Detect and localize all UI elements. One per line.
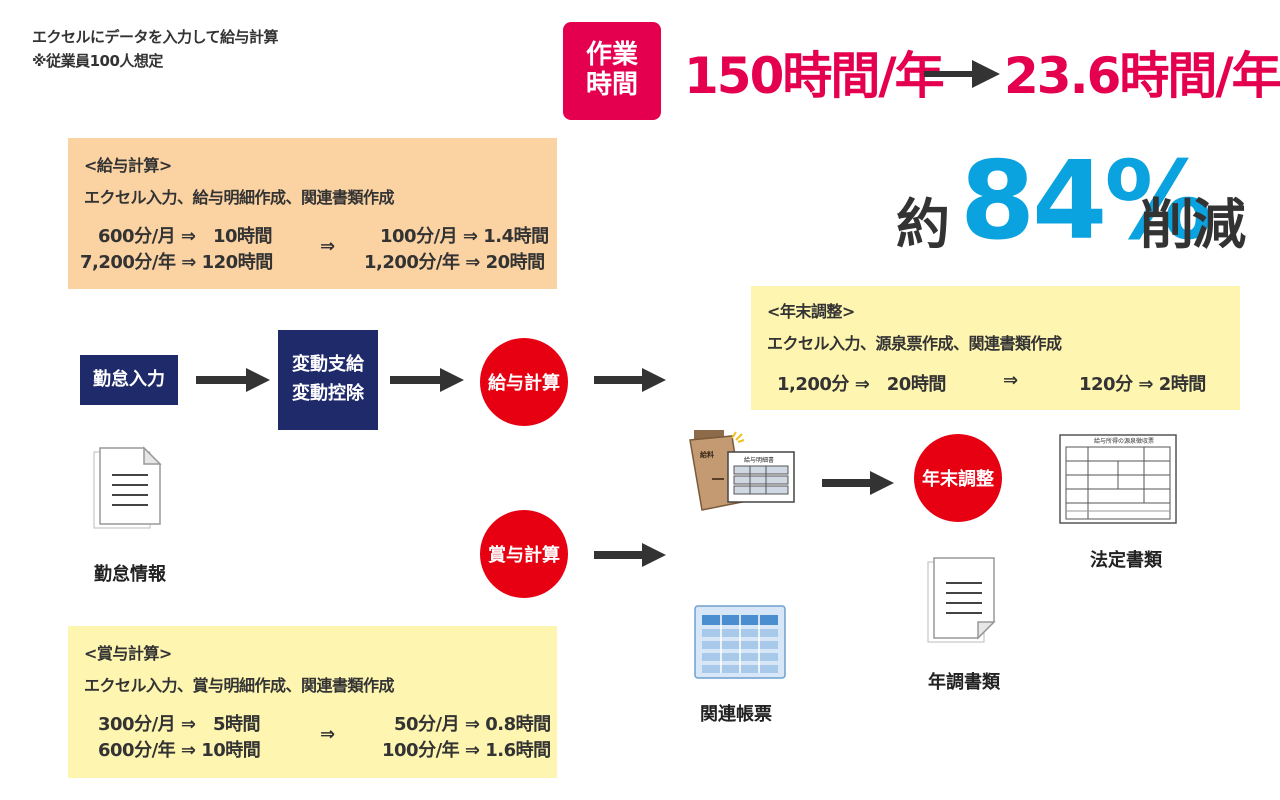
legal-document-icon: [1059, 434, 1177, 524]
reduction-arrow-icon: [924, 60, 1000, 88]
note-employees: ※従業員100人想定: [32, 52, 163, 70]
flow-arrow-icon: [390, 368, 464, 392]
bonus-calc-circle: 賞与計算: [480, 510, 568, 598]
legal-form-header: 給与所得の源泉徴収票: [1094, 438, 1155, 445]
bonus-row1-before: 300分/月 ⇒ 5時間: [98, 714, 261, 735]
flow-arrow-icon: [594, 368, 666, 392]
year-end-panel-arrow: ⇒: [1003, 370, 1018, 391]
salary-panel-subtitle: エクセル入力、給与明細作成、関連書類作成: [84, 188, 395, 207]
year-end-circle: 年末調整: [914, 434, 1002, 522]
legal-document-illustration: 給与所得の源泉徴収票: [1058, 433, 1178, 525]
year-end-document-icon: [927, 557, 996, 643]
envelope-label: 給料: [700, 451, 714, 459]
bonus-panel-title: <賞与計算>: [84, 644, 172, 663]
attendance-document-icon: [93, 446, 162, 529]
bonus-row2-after: 100分/年 ⇒ 1.6時間: [382, 740, 551, 761]
salary-panel-arrow: ⇒: [320, 236, 335, 257]
variable-pay-box: 変動支給 変動控除: [278, 330, 378, 430]
year-end-panel-subtitle: エクセル入力、源泉票作成、関連書類作成: [767, 334, 1062, 353]
year-end-row-after: 120分 ⇒ 2時間: [1079, 374, 1206, 395]
work-time-badge: 作業 時間: [563, 22, 661, 120]
reduction-suffix: 削減: [1140, 193, 1246, 256]
legal-docs-caption: 法定書類: [1090, 550, 1162, 571]
bonus-row1-after: 50分/月 ⇒ 0.8時間: [394, 714, 551, 735]
year-end-panel: <年末調整> エクセル入力、源泉票作成、関連書類作成 1,200分 ⇒ 20時間…: [751, 286, 1240, 410]
related-ledger-caption: 関連帳票: [700, 704, 772, 725]
year-end-panel-title: <年末調整>: [767, 302, 855, 321]
variable-pay-line2: 変動控除: [292, 383, 364, 404]
work-time-before: 150時間/年: [684, 47, 945, 105]
salary-row1-before: 600分/月 ⇒ 10時間: [98, 226, 273, 247]
payslip-sheet-title: 給与明細書: [744, 457, 775, 464]
bonus-row2-before: 600分/年 ⇒ 10時間: [98, 740, 261, 761]
salary-calc-panel: <給与計算> エクセル入力、給与明細作成、関連書類作成 600分/月 ⇒ 10時…: [68, 138, 557, 289]
variable-pay-line1: 変動支給: [292, 354, 364, 376]
attendance-input-box: 勤怠入力: [80, 355, 178, 405]
payslip-illustration: 給料 給与明細書: [684, 428, 796, 512]
flow-arrow-icon: [196, 368, 270, 392]
payslip-envelope-icon: [689, 430, 795, 511]
bonus-panel-arrow: ⇒: [320, 724, 335, 745]
work-time-after: 23.6時間/年: [1004, 47, 1280, 105]
note-excel: エクセルにデータを入力して給与計算: [32, 28, 279, 46]
flow-arrow-icon: [822, 471, 894, 495]
attendance-info-caption: 勤怠情報: [94, 564, 166, 585]
bonus-panel-subtitle: エクセル入力、賞与明細作成、関連書類作成: [84, 676, 395, 695]
salary-panel-title: <給与計算>: [84, 156, 172, 175]
year-end-docs-caption: 年調書類: [928, 672, 1000, 693]
badge-line1: 作業: [585, 40, 638, 71]
salary-row1-after: 100分/月 ⇒ 1.4時間: [380, 226, 549, 247]
reduction-prefix: 約: [896, 193, 950, 256]
salary-row2-after: 1,200分/年 ⇒ 20時間: [364, 252, 545, 273]
salary-calc-circle: 給与計算: [480, 338, 568, 426]
reduction-percent: 84%: [960, 139, 1213, 264]
year-end-row-before: 1,200分 ⇒ 20時間: [777, 374, 946, 395]
bonus-calc-panel: <賞与計算> エクセル入力、賞与明細作成、関連書類作成 300分/月 ⇒ 5時間…: [68, 626, 557, 778]
badge-line2: 時間: [585, 70, 638, 100]
spreadsheet-icon: [694, 605, 786, 679]
flow-arrow-icon: [594, 543, 666, 567]
salary-row2-before: 7,200分/年 ⇒ 120時間: [80, 252, 273, 273]
